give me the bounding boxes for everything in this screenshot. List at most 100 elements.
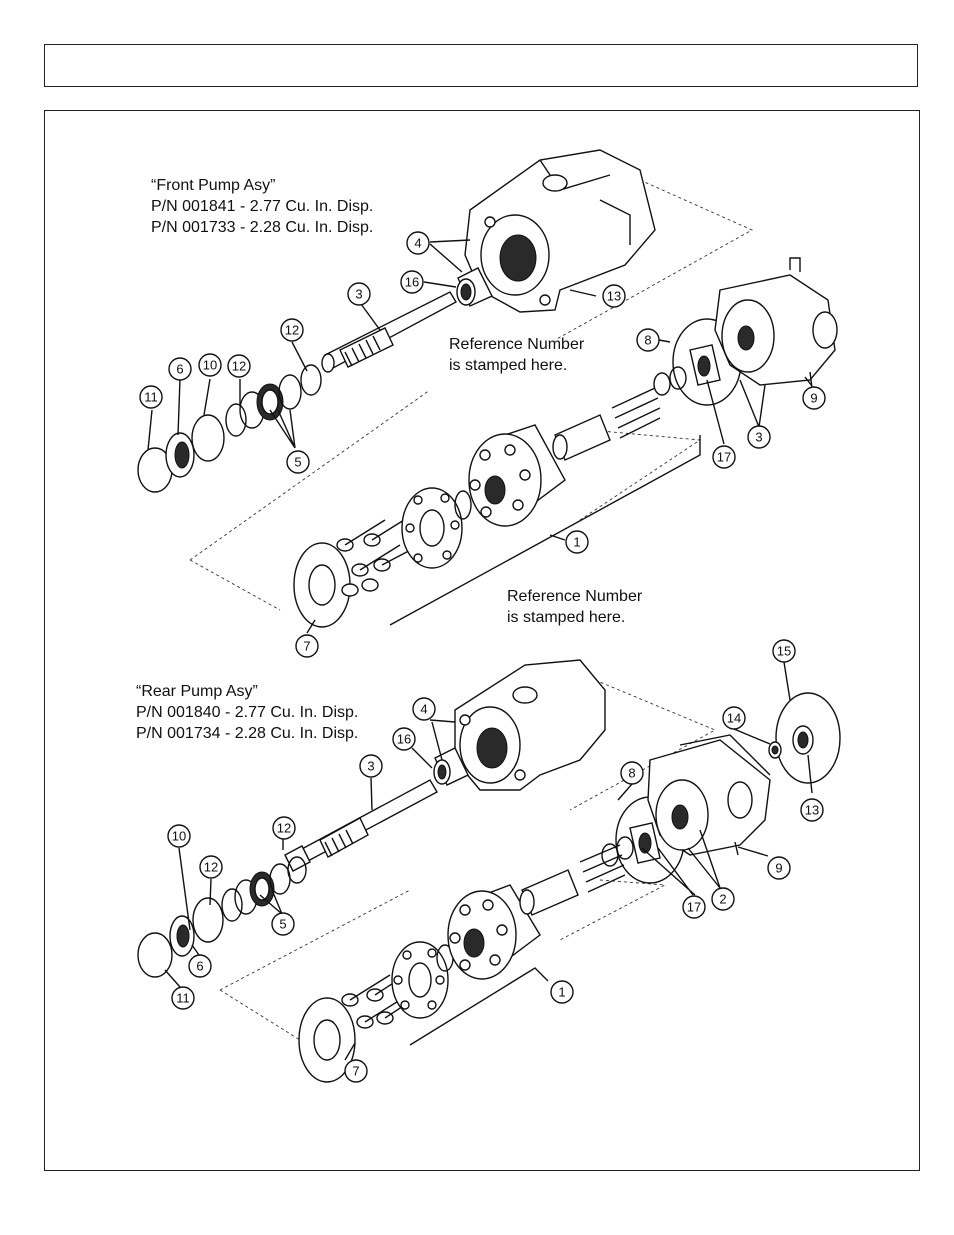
svg-text:11: 11 — [176, 991, 190, 1006]
callout-bubble: 3 — [359, 754, 383, 778]
diagram-frame — [44, 110, 920, 1171]
rear-shaft — [284, 779, 438, 872]
callout-bubble: 14 — [722, 706, 746, 730]
callout-bubble: 2 — [711, 887, 735, 911]
svg-text:17: 17 — [687, 900, 701, 915]
callout-bubble: 12 — [280, 318, 304, 342]
front-pump-labels: “Front Pump Asy” P/N 001841 - 2.77 Cu. I… — [151, 177, 643, 626]
callout-bubble: 4 — [406, 231, 430, 255]
callout-bubble: 3 — [747, 425, 771, 449]
note-line: is stamped here. — [449, 357, 567, 374]
rear-pump-assembly — [137, 659, 841, 1083]
front-shaft — [321, 291, 457, 373]
rear-housing — [454, 659, 606, 791]
svg-text:14: 14 — [727, 711, 741, 726]
front-callouts: 4 16 13 3 12 8 9 3 17 6 10 12 11 5 1 7 — [139, 231, 826, 658]
svg-text:10: 10 — [172, 829, 186, 844]
rear-pump-labels: “Rear Pump Asy” P/N 001840 - 2.77 Cu. In… — [136, 683, 358, 742]
callout-bubble: 1 — [550, 980, 574, 1004]
svg-text:4: 4 — [420, 702, 427, 717]
svg-text:1: 1 — [558, 985, 565, 1000]
rear-rotating-group — [298, 836, 634, 1083]
callout-bubble: 9 — [802, 386, 826, 410]
callout-bubble: 12 — [272, 816, 296, 840]
svg-text:7: 7 — [352, 1064, 359, 1079]
callout-bubble: 8 — [620, 761, 644, 785]
callout-bubble: 16 — [400, 270, 424, 294]
front-rotating-group — [293, 366, 687, 628]
front-pump-assembly — [137, 149, 838, 634]
note-line: is stamped here. — [507, 609, 625, 626]
rear-bearing — [433, 747, 469, 786]
svg-text:17: 17 — [717, 450, 731, 465]
svg-text:3: 3 — [355, 287, 362, 302]
callout-bubble: 3 — [347, 282, 371, 306]
front-reference-note-2: Reference Number is stamped here. — [507, 588, 643, 626]
svg-text:11: 11 — [144, 390, 158, 405]
rear-aux-cover — [768, 692, 841, 784]
front-bearing — [456, 267, 493, 307]
svg-text:10: 10 — [203, 358, 217, 373]
callout-bubble: 5 — [271, 912, 295, 936]
rear-end-cover — [615, 734, 771, 884]
callout-bubble: 11 — [171, 986, 195, 1010]
svg-text:16: 16 — [397, 732, 411, 747]
callout-bubble: 10 — [167, 824, 191, 848]
callout-bubble: 13 — [602, 284, 626, 308]
svg-text:13: 13 — [607, 289, 621, 304]
svg-text:12: 12 — [204, 860, 218, 875]
svg-text:4: 4 — [414, 236, 421, 251]
front-pump-variant-2: P/N 001733 - 2.28 Cu. In. Disp. — [151, 219, 373, 236]
front-housing — [464, 149, 656, 313]
callout-bubble: 12 — [199, 855, 223, 879]
svg-text:9: 9 — [810, 391, 817, 406]
svg-text:2: 2 — [719, 892, 726, 907]
svg-text:5: 5 — [294, 455, 301, 470]
svg-text:7: 7 — [303, 639, 310, 654]
callout-bubble: 7 — [344, 1059, 368, 1083]
callout-bubble: 7 — [295, 634, 319, 658]
header-box — [44, 44, 918, 87]
rear-pump-variant-2: P/N 001734 - 2.28 Cu. In. Disp. — [136, 725, 358, 742]
svg-text:16: 16 — [405, 275, 419, 290]
front-reference-note-1: Reference Number is stamped here. — [449, 336, 585, 374]
callout-bubble: 16 — [392, 727, 416, 751]
svg-text:9: 9 — [775, 861, 782, 876]
callout-bubble: 15 — [772, 639, 796, 663]
callout-bubble: 10 — [198, 353, 222, 377]
callout-bubble: 4 — [412, 697, 436, 721]
callout-bubble: 8 — [636, 328, 660, 352]
svg-text:3: 3 — [755, 430, 762, 445]
callout-bubble: 13 — [800, 798, 824, 822]
svg-text:8: 8 — [628, 766, 635, 781]
callout-bubble: 1 — [565, 530, 589, 554]
front-pump-variant-1: P/N 001841 - 2.77 Cu. In. Disp. — [151, 198, 373, 215]
rear-pump-title: “Rear Pump Asy” — [136, 683, 258, 700]
svg-text:6: 6 — [196, 959, 203, 974]
svg-text:12: 12 — [285, 323, 299, 338]
svg-text:1: 1 — [573, 535, 580, 550]
svg-text:13: 13 — [805, 803, 819, 818]
svg-text:12: 12 — [277, 821, 291, 836]
callout-bubble: 6 — [188, 954, 212, 978]
svg-text:3: 3 — [367, 759, 374, 774]
rear-callouts: 15 4 14 16 3 13 8 12 10 12 9 2 17 5 6 11… — [167, 639, 824, 1083]
front-seal-rings — [137, 364, 322, 493]
rear-pump-variant-1: P/N 001840 - 2.77 Cu. In. Disp. — [136, 704, 358, 721]
note-line: Reference Number — [449, 336, 585, 353]
callout-bubble: 12 — [227, 354, 251, 378]
rear-seal-rings — [137, 856, 307, 978]
callout-bubble: 11 — [139, 385, 163, 409]
callout-bubble: 9 — [767, 856, 791, 880]
svg-text:6: 6 — [176, 362, 183, 377]
svg-text:8: 8 — [644, 333, 651, 348]
front-end-cover — [672, 257, 838, 406]
svg-text:5: 5 — [279, 917, 286, 932]
note-line: Reference Number — [507, 588, 643, 605]
callout-bubble: 5 — [286, 450, 310, 474]
svg-text:12: 12 — [232, 359, 246, 374]
callout-bubble: 17 — [712, 445, 736, 469]
callout-bubble: 17 — [682, 895, 706, 919]
callout-bubble: 6 — [168, 357, 192, 381]
